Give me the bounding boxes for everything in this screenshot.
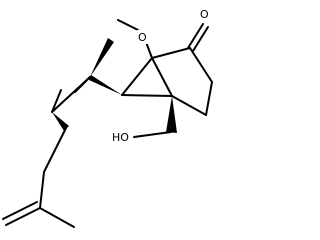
molecule-structure: O O HO — [2, 7, 213, 228]
bond-ring-c2-c3 — [189, 47, 213, 83]
bond-ring-c4-c5 — [171, 95, 207, 116]
bond-chain-double-2 — [2, 201, 38, 220]
bond-methoxy-o — [145, 41, 153, 59]
bond-methoxy-ch3 — [117, 19, 139, 31]
bond-chain-2 — [39, 171, 45, 209]
wedge-bond-methyl — [90, 38, 114, 77]
wedge-bond-cyclopropane-epoxide — [89, 75, 122, 95]
bond-chain-double-1 — [5, 207, 41, 226]
bond-ch2-oh — [133, 131, 172, 138]
bond-epoxide-cc — [51, 76, 91, 113]
bond-cyclopropane-right — [151, 57, 173, 97]
methoxy-oxygen-label: O — [138, 31, 147, 44]
bond-ring-c3-c4 — [205, 81, 213, 116]
methoxy-o-bg — [137, 30, 149, 44]
bond-chain-1 — [43, 127, 67, 173]
bond-ketone-double-2 — [192, 26, 209, 52]
hydroxyl-bg — [111, 130, 133, 144]
wedge-bond-ch2oh — [166, 96, 177, 133]
bond-cyclopropane-top — [121, 57, 153, 96]
ketone-o-bg — [199, 7, 211, 21]
ketone-oxygen-label: O — [200, 8, 209, 21]
bond-chain-methyl — [39, 207, 75, 228]
bond-ring-c1-c2 — [151, 47, 191, 59]
bond-cyclopropane-bottom — [121, 94, 173, 97]
wedge-bond-sidechain — [52, 112, 69, 131]
hydroxyl-label: HO — [112, 131, 129, 144]
bond-ketone-double-1 — [187, 23, 204, 49]
bond-epoxide-o-left — [51, 89, 62, 113]
